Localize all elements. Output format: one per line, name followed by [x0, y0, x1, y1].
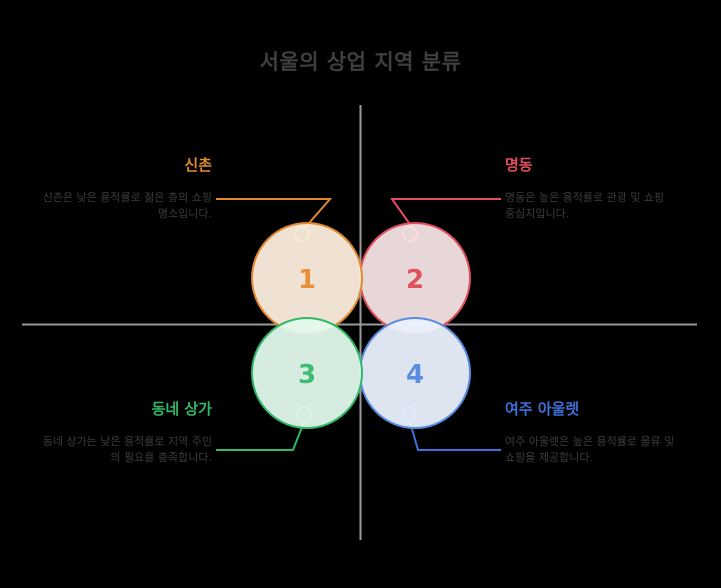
category-description-2: 명동은 높은 용적률로 관광 및 쇼핑 중심지입니다.: [505, 191, 665, 220]
node-circle-2[interactable]: 2: [359, 222, 471, 334]
page-title: 서울의 상업 지역 분류: [259, 50, 462, 74]
category-description-1: 신촌은 낮은 용적률로 젊은 층의 쇼핑 명소입니다.: [42, 191, 212, 220]
connector-line-3: [216, 421, 305, 451]
node-circle-3-shape: [251, 317, 363, 429]
category-label-2: 명동: [505, 156, 533, 174]
connector-line-1: [216, 198, 333, 231]
connector-line-2: [390, 198, 501, 231]
category-label-3: 동네 상가: [151, 400, 212, 418]
node-number-4: 4: [406, 360, 424, 390]
node-number-1: 1: [298, 265, 316, 295]
category-description-3: 동네 상가는 낮은 용적률로 지역 주민의 필요를 충족합니다.: [42, 435, 212, 464]
node-number-3: 3: [298, 360, 316, 390]
node-number-2: 2: [406, 265, 424, 295]
category-label-1: 신촌: [184, 156, 212, 174]
category-label-4: 여주 아울렛: [505, 400, 580, 418]
node-circle-4[interactable]: 4: [359, 317, 471, 429]
connector-line-4: [409, 421, 501, 451]
node-circle-1[interactable]: 1: [251, 222, 363, 334]
node-circle-3[interactable]: 3: [251, 317, 363, 429]
category-description-4: 여주 아울렛은 높은 용적률로 물류 및 쇼핑을 제공합니다.: [505, 435, 675, 464]
